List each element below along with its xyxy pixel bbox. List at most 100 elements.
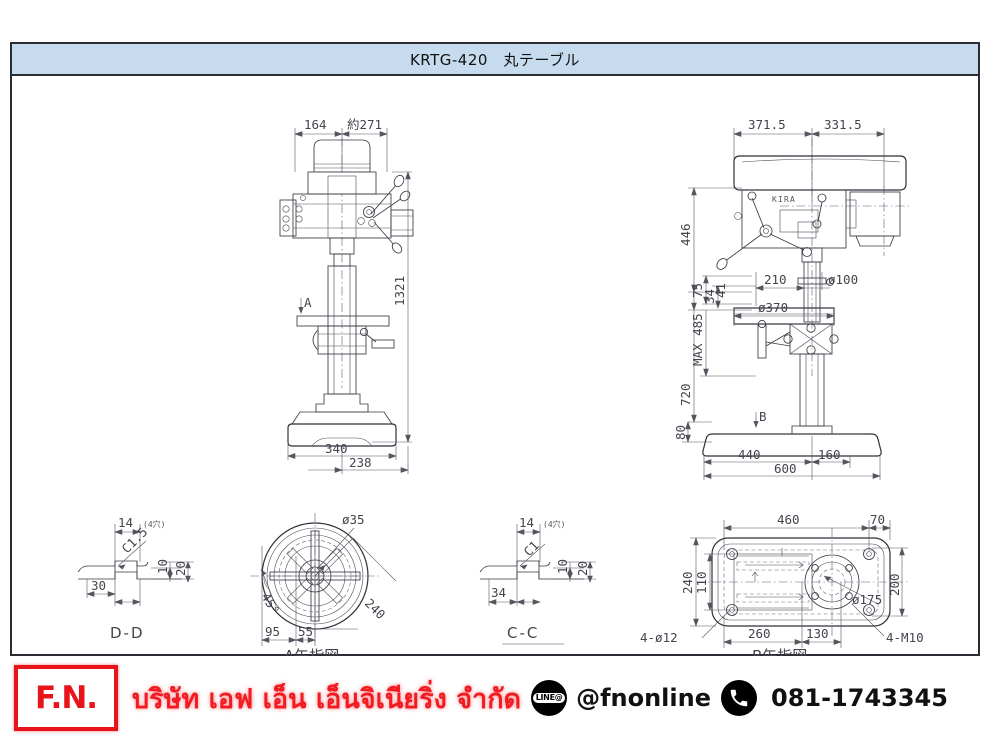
dim-dia100-group bbox=[798, 272, 830, 290]
dim-440: 440 bbox=[738, 447, 761, 462]
base-taper bbox=[291, 411, 393, 425]
quill-housing bbox=[390, 209, 414, 237]
view-a: ø35 45° 240 bbox=[250, 512, 397, 656]
dim-240: 240 bbox=[362, 596, 389, 623]
section-arrow-a bbox=[298, 298, 304, 314]
dim-238-group bbox=[308, 446, 409, 474]
dim-600: 600 bbox=[774, 461, 797, 476]
phone-number[interactable]: 081-1743345 bbox=[771, 684, 948, 712]
cc-dim-10: 10 bbox=[555, 559, 570, 574]
side-column-flange bbox=[791, 425, 833, 435]
dia175-leader bbox=[823, 575, 879, 605]
cc-depth-dims bbox=[540, 561, 596, 583]
dim-95: 95 bbox=[265, 624, 280, 639]
column-bolt-holes-m10 bbox=[811, 564, 853, 600]
dim-720: 720 bbox=[678, 383, 693, 406]
dim-80: 80 bbox=[673, 425, 688, 440]
phone-icon[interactable] bbox=[721, 680, 757, 716]
dim-446: 446 bbox=[678, 223, 693, 246]
line-badge-text: LINE@ bbox=[532, 693, 566, 703]
side-base bbox=[702, 433, 882, 457]
base-t-slots bbox=[733, 548, 813, 611]
view-b-bottom-dims bbox=[723, 582, 842, 648]
cc-dim-34: 34 bbox=[491, 585, 506, 600]
cc-dim-34-group bbox=[488, 579, 541, 606]
dd-chamfer-leader bbox=[117, 540, 147, 567]
dim-238: 238 bbox=[349, 455, 372, 470]
motor-base bbox=[855, 235, 895, 247]
table-swivel-bracket bbox=[757, 319, 839, 359]
dd-dim-30: 30 bbox=[91, 578, 106, 593]
table-edge bbox=[296, 315, 390, 327]
feed-handles bbox=[370, 174, 411, 254]
line-icon[interactable]: LINE@ bbox=[531, 680, 568, 716]
belt-guard bbox=[845, 199, 857, 229]
front-top-dims bbox=[294, 128, 388, 186]
dim-75: 75 bbox=[690, 283, 705, 298]
dim-164: 164 bbox=[304, 117, 327, 132]
dim-dia370-group bbox=[733, 308, 835, 326]
dim-240-group bbox=[314, 537, 397, 630]
column-flange-circle bbox=[804, 554, 860, 610]
footer-banner: F.N. บริษัท เอฟ เอ็น เอ็นจิเนียริ่ง จำกั… bbox=[0, 658, 1000, 738]
head-top-body bbox=[307, 171, 377, 195]
angle-45 bbox=[260, 568, 277, 607]
dim-210: 210 bbox=[764, 272, 787, 287]
dd-depth-dims bbox=[140, 561, 194, 583]
drawing-title-bar: KRTG-420 丸テーブル bbox=[12, 44, 978, 76]
base-plate bbox=[287, 423, 397, 447]
dim-340: 340 bbox=[325, 441, 348, 456]
side-base-dims bbox=[703, 436, 881, 480]
view-b: 460 70 240 110 bbox=[640, 512, 924, 656]
dim-160: 160 bbox=[818, 447, 841, 462]
cc-note-4holes: (4穴) bbox=[543, 519, 565, 529]
company-name: บริษัท เอฟ เอ็น เอ็นจิเนียริ่ง จำกัด bbox=[132, 683, 522, 715]
dim-70: 70 bbox=[870, 512, 885, 527]
callout-4dia12: 4-ø12 bbox=[640, 630, 678, 645]
drawing-canvas: 164 約271 bbox=[12, 76, 978, 656]
side-top-dims bbox=[733, 128, 885, 204]
side-view: 371.5 331.5 KIRA bbox=[673, 117, 912, 480]
section-cc: 14 (4穴) C1 1 bbox=[479, 515, 596, 645]
logo-text: F.N. bbox=[34, 680, 98, 716]
dim-34: 34 bbox=[702, 289, 717, 304]
table-bracket bbox=[312, 325, 395, 355]
elevating-crank bbox=[371, 339, 395, 349]
dd-dims bbox=[114, 524, 141, 562]
side-left-dims bbox=[682, 187, 756, 443]
dia35-leader bbox=[317, 527, 355, 569]
dim-1321: 1321 bbox=[392, 276, 407, 306]
dim-460: 460 bbox=[777, 512, 800, 527]
dd-dim-30-group bbox=[86, 579, 141, 606]
dim-371-5: 371.5 bbox=[748, 117, 786, 132]
view-b-top-dims bbox=[723, 520, 891, 550]
label-view-a: A矢指図 bbox=[284, 647, 339, 656]
cc-dim-14: 14 bbox=[519, 515, 534, 530]
view-b-right-dims bbox=[872, 547, 908, 617]
page-title: KRTG-420 丸テーブル bbox=[409, 50, 581, 69]
label-arrow-b: B bbox=[759, 409, 767, 424]
dim-240-base: 240 bbox=[680, 571, 695, 594]
section-arrow-b bbox=[753, 412, 759, 428]
label-section-cc: C-C bbox=[507, 624, 539, 642]
motor-cap bbox=[313, 139, 371, 173]
dim-dia370: ø370 bbox=[758, 300, 788, 315]
line-id-text[interactable]: @fnonline bbox=[576, 684, 711, 712]
drawing-frame: KRTG-420 丸テーブル 164 約271 bbox=[10, 42, 980, 656]
label-arrow-a: A bbox=[304, 295, 312, 310]
front-view: 164 約271 bbox=[279, 117, 414, 474]
cc-dim-c1: C1 bbox=[521, 538, 542, 559]
feed-hub bbox=[363, 206, 375, 218]
dd-dim-20: 20 bbox=[173, 561, 188, 576]
motor-body bbox=[849, 191, 901, 237]
dim-dia100: ø100 bbox=[828, 272, 858, 287]
callout-4m10-leader bbox=[851, 603, 885, 637]
dd-note-4holes: (4穴) bbox=[143, 519, 165, 529]
dim-130: 130 bbox=[806, 626, 829, 641]
dim-dia175: ø175 bbox=[852, 592, 882, 607]
callout-4dia12-leader bbox=[701, 609, 731, 639]
brand-label: KIRA bbox=[772, 195, 796, 204]
dim-55: 55 bbox=[298, 624, 313, 639]
side-quill bbox=[803, 261, 821, 323]
cc-dim-20: 20 bbox=[575, 561, 590, 576]
